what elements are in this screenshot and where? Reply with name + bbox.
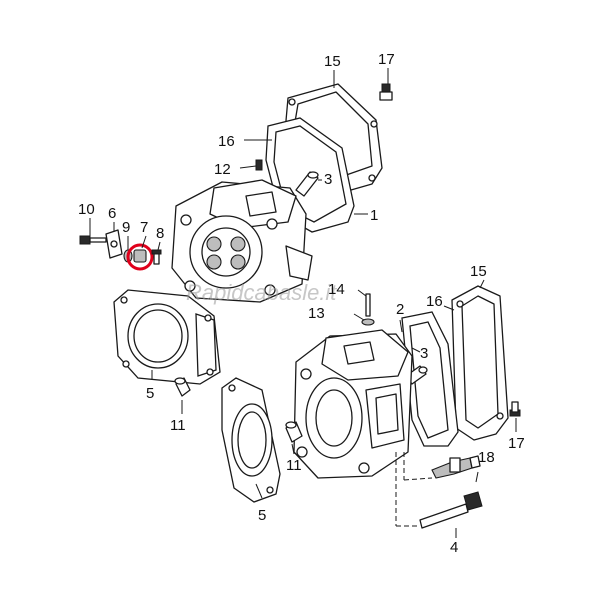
callout-12: 12 <box>214 161 231 178</box>
cylinder-head-lower <box>293 329 413 479</box>
callout-15-top: 15 <box>324 53 341 70</box>
callout-11-upper: 11 <box>170 417 186 434</box>
callout-18: 18 <box>478 449 495 466</box>
callout-4: 4 <box>450 539 458 556</box>
spark-plug-18 <box>431 455 481 479</box>
highlight-ring-7 <box>126 243 154 271</box>
callout-6: 6 <box>108 205 116 222</box>
callout-16-top: 16 <box>218 133 235 150</box>
dowel-11-lower <box>285 421 303 443</box>
head-gasket-upper <box>113 289 221 385</box>
callout-14: 14 <box>328 281 345 298</box>
callout-10: 10 <box>78 201 95 218</box>
callout-17-top: 17 <box>378 51 395 68</box>
callout-11-lower: 11 <box>286 457 302 474</box>
pin-14 <box>365 293 371 317</box>
bolt-4 <box>419 491 483 529</box>
callout-13: 13 <box>308 305 325 322</box>
bolt-17-top <box>379 83 393 101</box>
valve-cover-lower <box>451 285 509 441</box>
cylinder-head-upper <box>171 179 313 303</box>
bracket-6 <box>105 229 123 259</box>
nut-7 <box>133 249 147 263</box>
callout-1: 1 <box>370 207 378 224</box>
callout-15-lower: 15 <box>470 263 487 280</box>
callout-8: 8 <box>156 225 164 242</box>
leader-lines <box>89 68 517 538</box>
seal-13 <box>361 318 375 326</box>
callout-7: 7 <box>140 219 148 236</box>
callout-17-lower: 17 <box>508 435 525 452</box>
dowel-11-upper <box>174 377 191 397</box>
screw-8 <box>151 249 162 265</box>
callout-2: 2 <box>396 301 404 318</box>
head-gasket-lower <box>221 377 281 503</box>
callout-labels: 15 17 16 12 3 1 10 6 9 7 8 5 11 14 13 2 … <box>78 51 525 556</box>
part-3-top <box>295 171 319 197</box>
callout-16-lower: 16 <box>426 293 443 310</box>
watermark-text: Rapidcabasle.it <box>186 280 337 305</box>
callout-9: 9 <box>122 219 130 236</box>
bolt-17-lower <box>509 401 521 417</box>
callout-3-lower: 3 <box>420 345 428 362</box>
bolt-10 <box>79 235 107 245</box>
callout-5-upper: 5 <box>146 385 154 402</box>
dowel-12-top <box>255 159 263 171</box>
callout-3-top: 3 <box>324 171 332 188</box>
callout-5-lower: 5 <box>258 507 266 524</box>
cover-gasket-lower <box>401 311 459 447</box>
